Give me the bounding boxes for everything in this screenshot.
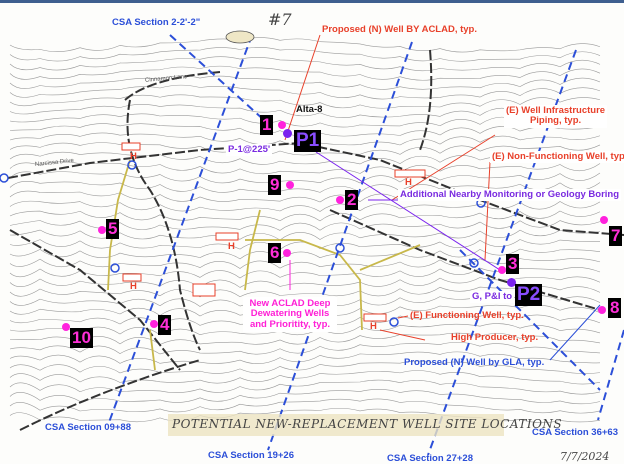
label-well-infrastructure-line2: Piping, typ. [529, 115, 582, 127]
contour-line [9, 171, 601, 184]
high-producer-marker: H [370, 321, 377, 332]
contour-line [9, 360, 601, 374]
site-label-7[interactable]: 7 [609, 226, 623, 246]
leader-lines [284, 34, 601, 361]
contour-line [9, 379, 601, 395]
road-south [9, 229, 181, 371]
contour-line [9, 341, 601, 355]
sheet-number: #7 [268, 10, 292, 29]
contour-line [9, 113, 601, 128]
contour-line [9, 94, 601, 109]
sheet-mark-shape [225, 30, 255, 44]
label-csa-1926: CSA Section 19+26 [208, 450, 294, 461]
piezometer-dot-p1[interactable] [283, 129, 292, 138]
handwritten-date: 7/7/2024 [560, 450, 610, 463]
label-functioning-well: (E) Functioning Well, typ. [410, 310, 524, 321]
section-line-2-2 [169, 34, 276, 131]
site-dot-1[interactable] [278, 121, 286, 129]
label-gpi: G, P&I to [470, 291, 515, 304]
contour-line [9, 285, 601, 298]
label-csa-3663: CSA Section 36+63 [532, 427, 618, 438]
contour-line [9, 75, 601, 90]
site-dot-10[interactable] [62, 323, 70, 331]
road-cinnamon [124, 71, 221, 101]
road-sw [19, 359, 201, 431]
label-proposed-gla: Proposed (N) Well by GLA, typ. [404, 357, 545, 368]
site-label-5[interactable]: 5 [106, 219, 120, 239]
site-dot-7[interactable] [600, 216, 608, 224]
contour-line [9, 65, 601, 81]
site-dot-3[interactable] [498, 266, 506, 274]
site-label-3[interactable]: 3 [506, 254, 520, 274]
contour-line [9, 248, 601, 260]
section-line-0988 [107, 34, 253, 426]
label-high-producer: High Producer, typ. [451, 332, 539, 343]
contour-line [9, 239, 601, 250]
high-producer-marker: H [130, 151, 137, 162]
contour-line [9, 180, 601, 193]
high-producer-marker: H [130, 281, 137, 292]
piezometer-label-p2[interactable]: P2 [515, 284, 543, 306]
label-new-aclad-wells: New ACLAD Deep Dewatering Wells and Prio… [243, 297, 337, 333]
piezometer-dot-p2[interactable] [507, 278, 516, 287]
site-label-2[interactable]: 2 [345, 190, 359, 210]
road-narcissa [7, 141, 624, 236]
contour-line [9, 37, 601, 53]
contour-line [9, 389, 601, 405]
label-well-infrastructure-line1: (E) Well Infrastructure [506, 105, 606, 116]
section-line-1926 [267, 41, 413, 451]
contour-line [9, 332, 601, 345]
high-producer-marker: H [228, 241, 235, 252]
piezometer-label-p1[interactable]: P1 [294, 130, 322, 152]
site-dot-5[interactable] [98, 226, 106, 234]
section-line-3663 [597, 329, 624, 421]
existing-well-markers [0, 160, 486, 327]
site-label-8[interactable]: 8 [608, 298, 622, 318]
contour-line [9, 370, 601, 385]
high-producer-marker: H [405, 177, 412, 188]
contour-line [9, 56, 601, 72]
contour-line [9, 104, 601, 118]
label-alta-8: Alta-8 [296, 104, 323, 115]
label-additional-boring: Additional Nearby Monitoring or Geology … [398, 189, 622, 202]
site-label-9[interactable]: 9 [268, 175, 282, 195]
site-dot-8[interactable] [598, 306, 606, 314]
contour-line [9, 258, 601, 269]
road-ne [419, 49, 433, 151]
roads [7, 49, 624, 431]
label-well-infrastructure: (E) Well Infrastructure Piping, typ. [504, 105, 608, 128]
site-label-1[interactable]: 1 [260, 115, 274, 135]
contour-line [9, 84, 601, 100]
contour-line [9, 323, 601, 336]
site-dot-4[interactable] [150, 320, 158, 328]
title-highlight [168, 414, 504, 436]
contour-line [9, 142, 601, 156]
road-mid [329, 209, 601, 311]
label-p1-depth: P-1@225' [226, 144, 273, 157]
site-label-4[interactable]: 4 [158, 315, 172, 335]
label-non-functioning: (E) Non-Functioning Well, typ [490, 151, 624, 164]
existing-well-tags [121, 142, 426, 322]
contour-line [9, 46, 601, 62]
top-bar [0, 0, 624, 3]
topographic-contours [9, 37, 601, 423]
label-csa-2728: CSA Section 27+28 [387, 453, 473, 464]
site-dot-9[interactable] [286, 181, 294, 189]
label-proposed-aclad: Proposed (N) Well BY ACLAD, typ. [322, 24, 478, 35]
label-csa-section-2-2: CSA Section 2-2'-2" [112, 17, 201, 28]
contour-line [9, 398, 601, 414]
site-label-10[interactable]: 10 [70, 328, 93, 348]
site-label-6[interactable]: 6 [268, 243, 282, 263]
contour-line [9, 229, 601, 241]
site-dot-2[interactable] [336, 196, 344, 204]
site-dot-6[interactable] [283, 249, 291, 257]
contour-line [9, 200, 601, 212]
contour-line [9, 210, 601, 222]
label-csa-0988: CSA Section 09+88 [45, 422, 131, 433]
contour-line [9, 161, 601, 175]
handwritten-title: POTENTIAL NEW-REPLACEMENT WELL SITE LOCA… [172, 417, 563, 431]
